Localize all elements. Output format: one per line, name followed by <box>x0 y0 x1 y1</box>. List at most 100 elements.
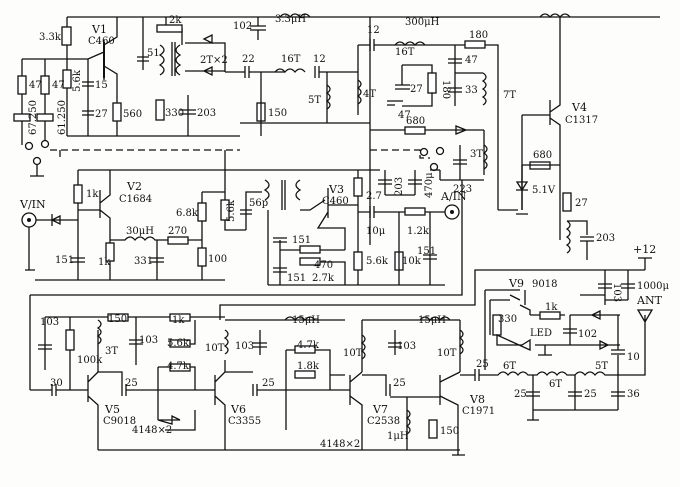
crystal-67250 <box>13 113 31 122</box>
label-r-1k-v2b: 1k <box>98 257 111 268</box>
label-r-2k7: 2.7k <box>312 273 335 284</box>
inductor-300u <box>539 13 571 19</box>
label-c-331: 331 <box>134 256 153 267</box>
cap-102-top <box>250 17 266 40</box>
label-l-10t-v6: 10T <box>205 343 225 354</box>
switch-link-dashed <box>50 149 240 158</box>
label-r-1k2: 1.2k <box>407 226 430 237</box>
label-r-1k-v6: 1k <box>172 315 185 326</box>
cap-10u <box>358 206 452 218</box>
resistor-1k-v6 <box>169 313 191 322</box>
label-diodes-4148-a: 4148×2 <box>132 425 172 436</box>
label-diodes-4148-b: 4148×2 <box>320 439 360 450</box>
label-r-4k7-v6: 4.7k <box>167 361 190 372</box>
cap-223 <box>440 145 484 181</box>
label-c-47-a: 47 <box>398 110 411 121</box>
label-r-270: 270 <box>168 226 187 237</box>
inductor-5t <box>325 84 331 110</box>
label-l-10t-v7: 10T <box>343 348 363 359</box>
label-r-2-7: 2.7 <box>366 191 382 202</box>
label-diode-2t: 2T×2 <box>200 55 228 66</box>
label-c-103-v6: 103 <box>235 341 254 352</box>
label-c-25-f1: 25 <box>514 389 527 400</box>
tank-51 <box>137 17 183 70</box>
switch-contact <box>40 139 50 149</box>
cap-151-v2 <box>71 257 85 263</box>
v4-transistor <box>521 17 561 240</box>
v3-wiring <box>273 188 358 285</box>
label-l-300u: 300μH <box>405 17 440 28</box>
label-l-1u: 1μH <box>387 431 409 442</box>
label-zener-5v1: 5.1V <box>532 185 556 196</box>
label-r-100k: 100k <box>77 355 103 366</box>
l30u-c331 <box>110 236 168 280</box>
label-v9: V9 <box>508 277 524 290</box>
resistor-27 <box>562 192 572 212</box>
label-c-1000u: 1000μ <box>637 281 669 292</box>
cap-47-a <box>387 100 403 106</box>
label-c-25-v5: 25 <box>125 378 138 389</box>
label-r-47b: 47 <box>52 80 65 91</box>
label-c-36: 36 <box>627 389 640 400</box>
label-r-5k6-b: 5.6k <box>366 256 389 267</box>
label-v8-part: C1971 <box>462 406 495 417</box>
label-antenna: ANT <box>636 294 663 307</box>
label-r-5k6-v1: 5.6k <box>72 69 83 92</box>
label-l-5t: 5T <box>308 95 321 106</box>
label-l-15u-a: 15μH <box>292 315 320 326</box>
label-video-in: V/IN <box>19 198 46 211</box>
inductor-4t <box>356 79 362 105</box>
label-v3: V3 <box>328 183 344 196</box>
v8-transistor <box>439 320 465 456</box>
label-v5: V5 <box>104 403 120 416</box>
label-c-203: 203 <box>197 108 216 119</box>
label-c-103-v7: 103 <box>397 341 416 352</box>
label-supply: +12 <box>633 243 656 256</box>
transformer-v3 <box>263 179 302 285</box>
label-l-16t-b: 16T <box>395 47 415 58</box>
label-c-25-v7: 25 <box>393 378 406 389</box>
label-c-151-a: 151 <box>292 235 311 246</box>
inductor-3u3 <box>279 13 311 19</box>
label-c-25-f2: 25 <box>584 389 597 400</box>
resistor-4k7-v7 <box>294 345 316 354</box>
resistor-680-mid <box>404 126 426 135</box>
switch-link-dashed-2 <box>370 149 430 159</box>
label-c-27-mid: 27 <box>410 84 423 95</box>
label-c-56p: 56p <box>249 198 268 209</box>
label-xtal-67250: 67.250 <box>28 100 39 135</box>
label-r-1k-v2a: 1k <box>86 189 99 200</box>
label-r-680-mid: 680 <box>406 116 425 127</box>
c25-l1u <box>362 374 440 450</box>
label-l-3t-mid: 3T <box>470 149 483 160</box>
label-c-25-v8: 25 <box>476 359 489 370</box>
label-v1-part: C460 <box>88 36 115 47</box>
resistor-180-h <box>464 40 486 49</box>
caps-15-27 <box>82 59 94 136</box>
label-r-1k-v9: 1k <box>545 302 558 313</box>
v7-transistor <box>349 320 363 450</box>
resistor-1k-v2b <box>105 242 115 262</box>
label-v8: V8 <box>469 393 485 406</box>
jack-center <box>27 218 31 222</box>
label-c-15: 15 <box>95 80 108 91</box>
resistor-330-top <box>155 99 165 121</box>
label-r-47a: 47 <box>29 80 42 91</box>
label-r-470: 470 <box>314 260 333 271</box>
label-c-151-b: 151 <box>287 273 306 284</box>
resistor-1k2 <box>404 207 426 216</box>
led-circuit[interactable] <box>496 309 620 356</box>
resistor-47b <box>40 75 50 95</box>
v5-bias <box>38 316 225 390</box>
label-c-30: 30 <box>50 378 63 389</box>
video-input-wiring <box>25 214 78 271</box>
label-v3-part: C460 <box>322 196 349 207</box>
label-r-150: 150 <box>268 108 287 119</box>
label-v7: V7 <box>372 403 388 416</box>
label-l-3t-v5: 3T <box>105 346 118 357</box>
resistor-5k6-v1 <box>62 69 72 89</box>
label-v7-part: C2538 <box>367 416 400 427</box>
label-r-560: 560 <box>123 109 142 120</box>
cap-22 <box>225 66 285 78</box>
